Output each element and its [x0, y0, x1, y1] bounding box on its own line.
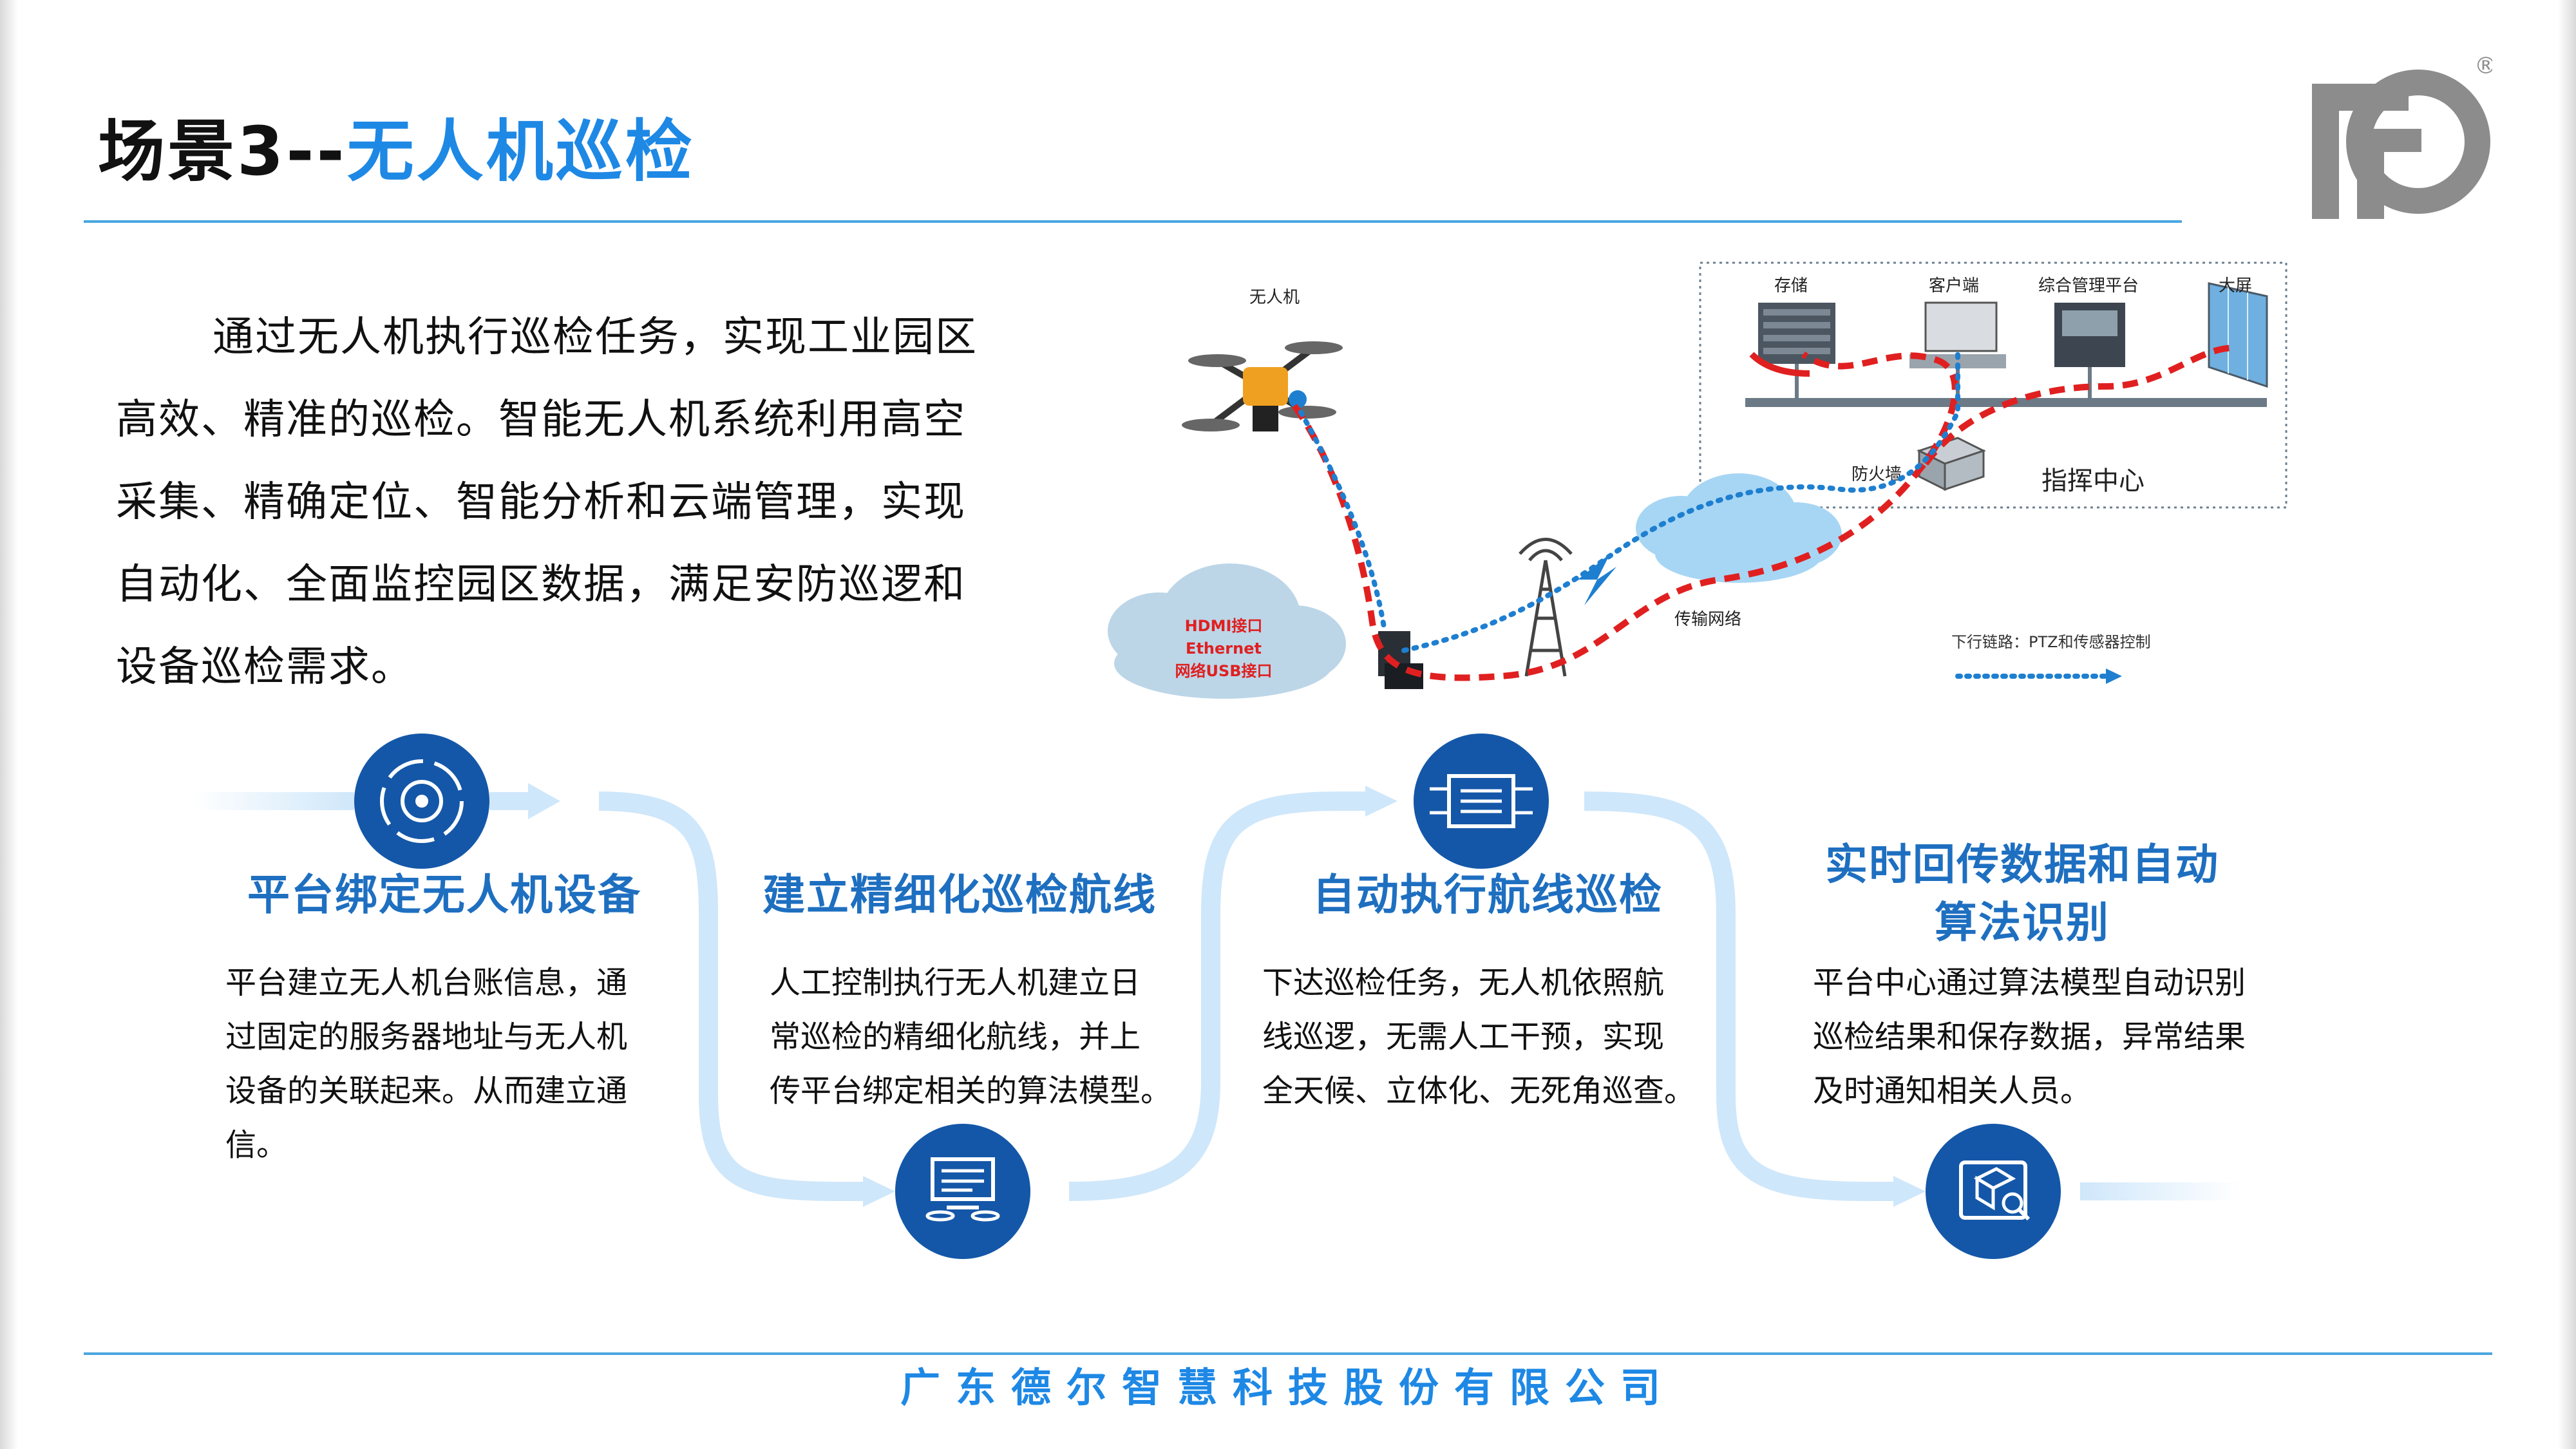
step-3-desc-line: 全天候、立体化、无死角巡查。	[1262, 1073, 1696, 1109]
step-3-description: 下达巡检任务，无人机依照航 线巡逻，无需人工干预，实现 全天候、立体化、无死角巡…	[1262, 956, 1726, 1118]
step-2-desc-line: 常巡检的精细化航线，并上	[770, 1019, 1141, 1055]
step-4-title-line-1: 实时回传数据和自动	[1825, 840, 2219, 889]
intro-paragraph: 通过无人机执行巡检任务，实现工业园区高效、精准的巡检。智能无人机系统利用高空采集…	[116, 314, 978, 691]
drone-label: 无人机	[1249, 288, 1300, 307]
network-diagram: 存储 客户端 综合管理平台 大屏 防火墙 指挥中心 传输网络	[1108, 261, 2287, 699]
ground-station-icon	[1378, 631, 1423, 689]
uplink-route-red	[1291, 351, 1958, 681]
step-1-description: 平台建立无人机台账信息，通 过固定的服务器地址与无人机 设备的关联起来。从而建立…	[225, 956, 663, 1172]
radio-tower-icon	[1519, 538, 1573, 677]
client-label: 客户端	[1929, 276, 1979, 296]
wireless-signal-icon	[1578, 554, 1616, 605]
flow-connector-3	[1584, 791, 1893, 1201]
step-3-desc-line: 下达巡检任务，无人机依照航	[1262, 965, 1665, 1001]
step-4-desc-line: 及时通知相关人员。	[1813, 1073, 2092, 1109]
step-4-desc-line: 巡检结果和保存数据，异常结果	[1813, 1019, 2246, 1055]
left-edge-shadow	[0, 0, 18, 1449]
step-2-title: 建立精细化巡检航线	[762, 870, 1157, 920]
company-logo: ®	[2312, 53, 2492, 219]
step-1-title: 平台绑定无人机设备	[247, 870, 641, 920]
big-screen-icon	[2208, 282, 2268, 388]
title-prefix: 场景3--	[98, 112, 347, 191]
flow-arrow-4	[1893, 1176, 1926, 1207]
process-flow	[193, 734, 2241, 1259]
downlink-route-blue	[1298, 345, 1960, 653]
gear-cycle-icon	[354, 734, 489, 869]
step-1-desc-line: 平台建立无人机台账信息，通	[225, 965, 628, 1001]
cloud-line-2: Ethernet	[1186, 639, 1262, 658]
step-2-description: 人工控制执行无人机建立日 常巡检的精细化航线，并上 传平台绑定相关的算法模型。	[770, 956, 1208, 1118]
title-divider	[84, 220, 2182, 223]
storage-label: 存储	[1774, 276, 1808, 296]
step-4-title: 实时回传数据和自动 算法识别	[1784, 836, 2260, 952]
command-center-label: 指挥中心	[2041, 466, 2145, 496]
downlink-legend-arrow	[2106, 668, 2122, 684]
step-2-desc-line: 传平台绑定相关的算法模型。	[770, 1073, 1172, 1109]
flow-arrow-1	[528, 783, 560, 819]
step-4-description: 平台中心通过算法模型自动识别 巡检结果和保存数据，异常结果 及时通知相关人员。	[1813, 956, 2289, 1118]
step-1-desc-line: 设备的关联起来。从而建立通	[225, 1073, 628, 1109]
footer-divider	[84, 1352, 2492, 1355]
route-arrow-head	[1749, 352, 1810, 377]
data-search-icon	[1926, 1124, 2061, 1259]
step-3-title: 自动执行航线巡检	[1312, 870, 1663, 920]
uplink-route-red-2	[1922, 345, 2235, 466]
flow-lead-in	[193, 792, 354, 810]
downlink-legend-label: 下行链路：PTZ和传感器控制	[1951, 633, 2151, 651]
step-2-desc-line: 人工控制执行无人机建立日	[770, 965, 1141, 1001]
flow-arrow-2	[863, 1176, 895, 1207]
step-3-desc-line: 线巡逻，无需人工干预，实现	[1262, 1019, 1665, 1055]
right-edge-shadow	[2558, 0, 2576, 1449]
screen-label: 大屏	[2219, 276, 2252, 296]
drone-icon	[1182, 341, 1343, 431]
cloud-line-3: 网络USB接口	[1175, 662, 1272, 680]
flow-connector-2	[1068, 791, 1365, 1201]
drone-route-icon	[895, 1124, 1030, 1259]
network-label: 传输网络	[1674, 610, 1741, 629]
flow-connector-1	[598, 791, 863, 1201]
circuit-chip-icon	[1414, 734, 1549, 869]
flow-tail	[2080, 1182, 2241, 1200]
registered-mark: ®	[2474, 53, 2492, 79]
title-main: 无人机巡检	[346, 112, 695, 191]
interface-cloud	[1108, 564, 1346, 699]
step-1-desc-line: 过固定的服务器地址与无人机	[225, 1019, 628, 1055]
step-4-title-line-2: 算法识别	[1935, 898, 2110, 947]
management-platform-icon	[2054, 303, 2125, 399]
command-center-frame	[1699, 261, 2287, 509]
cloud-line-1: HDMI接口	[1185, 617, 1263, 635]
page-title: 场景3--无人机巡检	[98, 103, 695, 200]
step-1-desc-line: 信。	[225, 1127, 288, 1163]
platform-label: 综合管理平台	[2038, 276, 2139, 296]
footer-company-name: 广东德尔智慧科技股份有限公司	[900, 1364, 1676, 1411]
step-4-desc-line: 平台中心通过算法模型自动识别	[1813, 965, 2246, 1001]
flow-arrow-3	[1365, 786, 1397, 817]
